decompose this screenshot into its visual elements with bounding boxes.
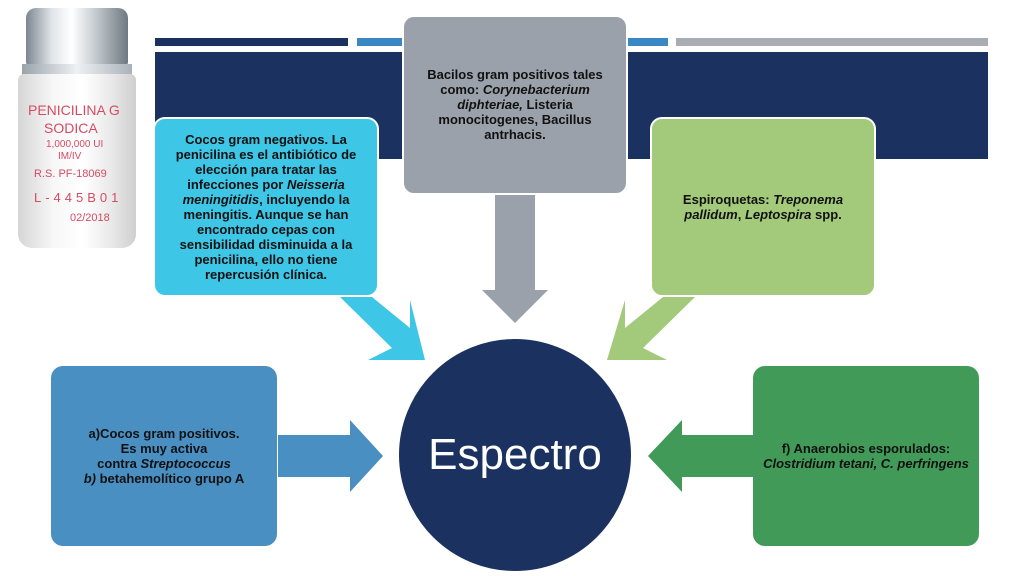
vial-label-line: SODICA: [44, 120, 98, 136]
header-bar-blue: [357, 38, 402, 46]
center-label: Espectro: [428, 430, 602, 479]
vial-neck: [22, 64, 132, 76]
vial-label-line: IM/IV: [58, 151, 82, 162]
penicillin-vial-image: PENICILINA G SODICA 1,000,000 UI IM/IV R…: [18, 8, 136, 248]
header-bar-blue-right: [628, 38, 668, 46]
box-text: a)Cocos gram positivos. Es muy activa co…: [83, 426, 245, 486]
vial-label-line: 1,000,000 UI: [46, 139, 104, 150]
arrow-gray-down: [482, 195, 548, 323]
header-bar-gray: [676, 38, 988, 46]
box-cocos-gram-positivos: a)Cocos gram positivos. Es muy activa co…: [51, 366, 277, 546]
vial-label-line: R.S. PF-18069: [34, 168, 107, 180]
vial-cap: [26, 8, 128, 66]
box-text: f) Anaerobios esporulados: Clostridium t…: [763, 441, 969, 471]
box-espiroquetas: Espiroquetas: Treponema pallidum, Leptos…: [650, 117, 876, 297]
arrow-blue-right: [278, 420, 383, 492]
box-text: Cocos gram negativos. La penicilina es e…: [175, 132, 357, 282]
center-circle: Espectro: [397, 337, 633, 573]
vial-label-line: PENICILINA G: [28, 102, 120, 118]
vial-label-line: L-445B01: [34, 190, 123, 205]
vial-body: [18, 74, 136, 248]
header-bar-navy: [155, 38, 348, 46]
box-cocos-gram-negativos: Cocos gram negativos. La penicilina es e…: [153, 117, 379, 297]
arrow-green-diagonal: [607, 297, 695, 360]
box-text: Espiroquetas: Treponema pallidum, Leptos…: [682, 192, 844, 222]
arrow-cyan-diagonal: [340, 297, 425, 360]
box-bacilos-gram-positivos: Bacilos gram positivos tales como: Coryn…: [402, 15, 628, 195]
arrow-darkgreen-left: [648, 420, 753, 492]
box-text: Bacilos gram positivos tales como: Coryn…: [427, 67, 603, 142]
box-anaerobios-esporulados: f) Anaerobios esporulados: Clostridium t…: [753, 366, 979, 546]
vial-label-line: 02/2018: [70, 212, 110, 224]
